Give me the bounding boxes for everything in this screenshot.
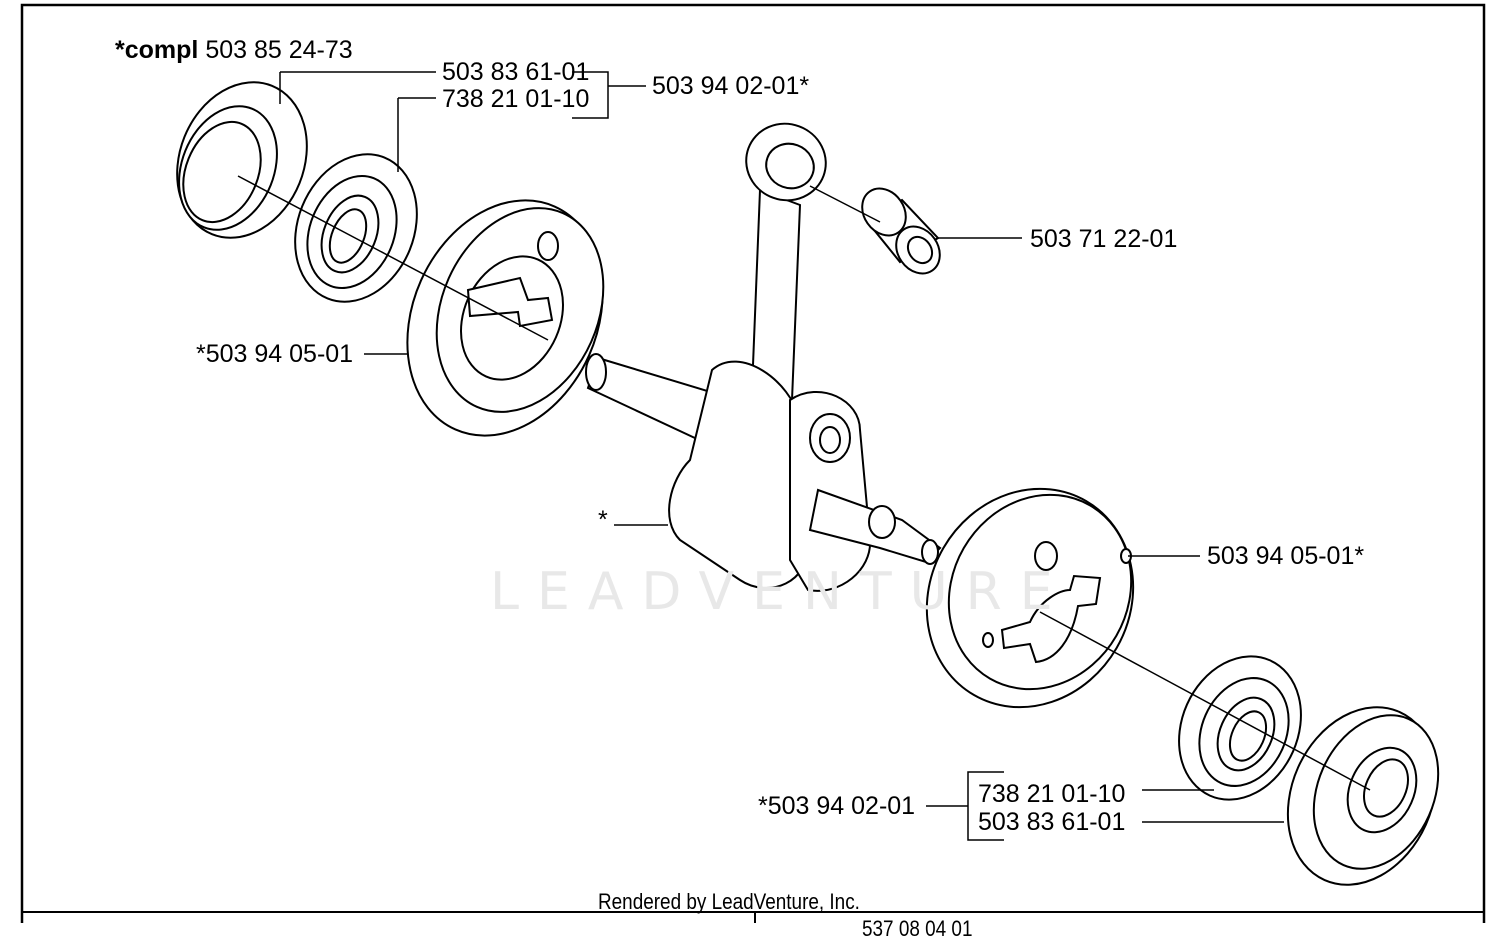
label-left-crank-half: *503 94 05-01 bbox=[196, 340, 354, 368]
label-bottom-bearing: 738 21 01-10 bbox=[978, 780, 1126, 808]
label-compl-number: 503 85 24-73 bbox=[205, 36, 353, 64]
label-top-group: 503 94 02-01* bbox=[652, 72, 810, 100]
footer-partial-code: 537 08 04 01 bbox=[862, 916, 973, 941]
label-bottom-seal: 503 83 61-01 bbox=[978, 808, 1126, 836]
seal-ring-bottom bbox=[1286, 706, 1440, 886]
label-right-crank-half: 503 94 05-01* bbox=[1207, 542, 1365, 570]
watermark: LEADVENTURE bbox=[490, 562, 1071, 622]
connecting-rod bbox=[745, 122, 827, 402]
crankshaft-web bbox=[668, 360, 872, 592]
parts-diagram bbox=[20, 3, 1486, 923]
label-top-bearing: 738 21 01-10 bbox=[442, 85, 590, 113]
leader-lines bbox=[237, 71, 1371, 841]
footer-rendered-by: Rendered by LeadVenture, Inc. bbox=[598, 889, 860, 914]
label-crankshaft: * bbox=[598, 506, 608, 534]
label-needle-bearing: 503 71 22-01 bbox=[1030, 225, 1178, 253]
label-top-seal: 503 83 61-01 bbox=[442, 58, 590, 86]
ball-bearing-bottom bbox=[1178, 655, 1302, 801]
label-compl: *compl 503 85 24-73 bbox=[115, 38, 353, 63]
needle-bearing bbox=[861, 187, 941, 275]
label-bottom-group: *503 94 02-01 bbox=[758, 792, 916, 820]
crankshaft-right-stub bbox=[808, 488, 942, 565]
diagram-border bbox=[20, 3, 1486, 923]
crank-half-right bbox=[925, 487, 1135, 709]
label-compl-prefix: *compl bbox=[115, 36, 199, 64]
ball-bearing-top bbox=[294, 153, 418, 303]
seal-ring-top bbox=[176, 81, 308, 239]
